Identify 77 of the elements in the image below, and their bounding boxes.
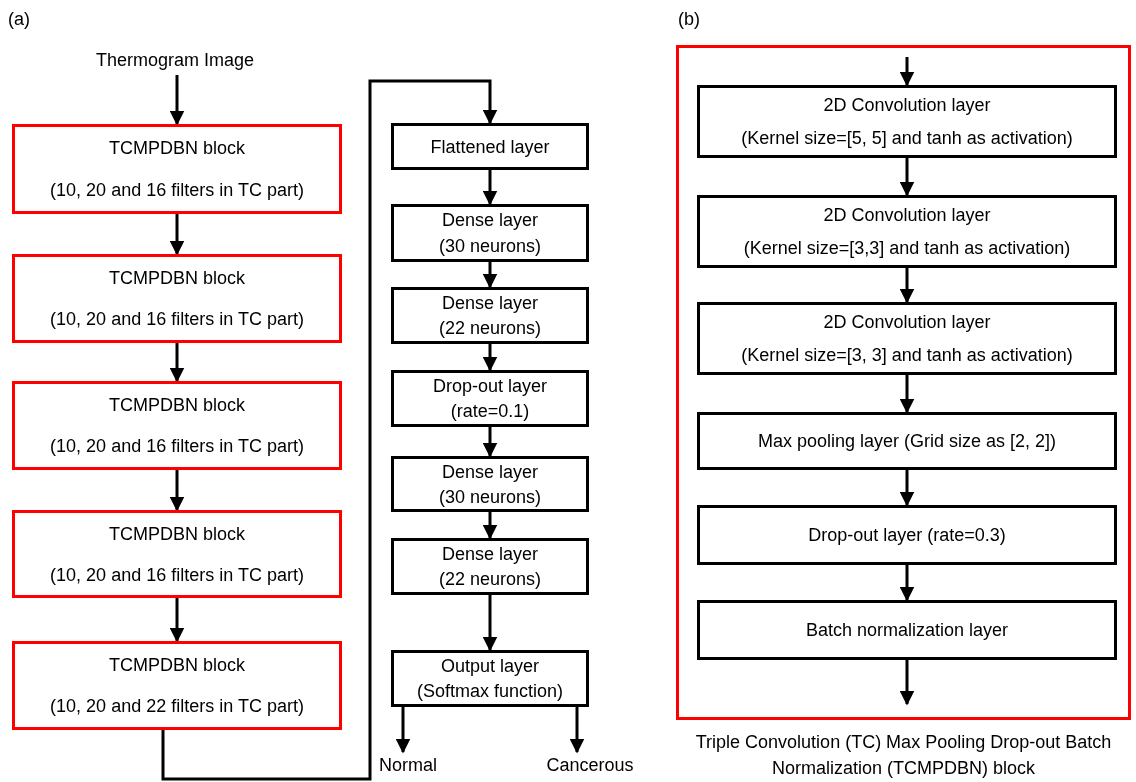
layer-label: TCMPDBN block [109, 653, 245, 676]
block-caption: Triple Convolution (TC) Max Pooling Drop-out Batch Normalization (TCMPDBN) block [694, 731, 1113, 780]
block-box [12, 641, 342, 730]
layer-label: Max pooling layer (Grid size as [2, 2]) [757, 430, 1057, 452]
layer-box [697, 600, 1117, 660]
layer-label: Batch normalization layer [805, 619, 1009, 641]
arrow [899, 565, 915, 602]
layer-label: Dense layer [441, 209, 538, 231]
layer-label: Dense layer [441, 291, 538, 314]
arrow [482, 595, 498, 652]
arrow [482, 427, 498, 458]
layer-box [697, 505, 1117, 565]
layer-detail: (10, 20 and 16 filters in TC part) [50, 435, 304, 458]
arrow [899, 158, 915, 197]
layer-box [391, 123, 589, 170]
arrow [899, 268, 915, 304]
arrow [482, 262, 498, 289]
arrow [899, 470, 915, 507]
layer-detail: (10, 20 and 16 filters in TC part) [50, 179, 304, 201]
panel-label: (b) [678, 8, 700, 31]
layer-box [391, 538, 589, 595]
layer-detail: (10, 20 and 16 filters in TC part) [50, 563, 304, 586]
panel-label: (a) [8, 8, 30, 31]
arrow [482, 170, 498, 206]
layer-label: Drop-out layer [432, 374, 547, 397]
block-box [12, 254, 342, 343]
arrow [169, 343, 185, 383]
layer-label: Flattened layer [430, 135, 550, 158]
layer-detail: (rate=0.1) [450, 400, 530, 423]
layer-box [391, 650, 589, 707]
arrow [169, 214, 185, 256]
arrow [161, 79, 498, 781]
arrow [169, 75, 185, 126]
layer-box [697, 195, 1117, 268]
block-box [12, 381, 342, 470]
layer-detail: (22 neurons) [438, 568, 542, 591]
layer-box [391, 287, 589, 344]
layer-label: Output layer [440, 654, 540, 677]
arrow [899, 375, 915, 414]
arrow [169, 470, 185, 512]
arrow [395, 707, 411, 754]
layer-detail: (10, 20 and 22 filters in TC part) [50, 695, 304, 718]
layer-detail: (Kernel size=[3, 3] and tanh as activation) [741, 344, 1073, 367]
layer-detail: (10, 20 and 16 filters in TC part) [50, 308, 304, 331]
layer-box [697, 85, 1117, 158]
layer-label: 2D Convolution layer [823, 203, 991, 226]
arrow [899, 57, 915, 87]
layer-box [391, 456, 589, 512]
layer-label: 2D Convolution layer [823, 93, 991, 116]
arrow [482, 512, 498, 540]
block-box [12, 510, 342, 598]
layer-label: Drop-out layer (rate=0.3) [808, 524, 1006, 546]
layer-label: Cancerous [546, 754, 634, 776]
arrow [899, 660, 915, 706]
layer-detail: (Kernel size=[3,3] and tanh as activation) [743, 237, 1071, 260]
layer-detail: (30 neurons) [438, 485, 542, 508]
layer-detail: (22 neurons) [438, 317, 542, 340]
layer-detail: (Softmax function) [416, 680, 564, 703]
layer-label: 2D Convolution layer [823, 310, 991, 333]
layer-box [391, 204, 589, 262]
layer-label: TCMPDBN block [109, 393, 245, 416]
layer-label: Thermogram Image [95, 49, 255, 71]
arrow [482, 344, 498, 372]
layer-label: TCMPDBN block [109, 522, 245, 545]
layer-detail: (Kernel size=[5, 5] and tanh as activation) [741, 127, 1073, 150]
arrow [169, 598, 185, 643]
layer-box [697, 412, 1117, 470]
layer-box [697, 302, 1117, 375]
layer-label: Dense layer [441, 460, 538, 483]
arrow [569, 707, 585, 754]
layer-label: TCMPDBN block [109, 266, 245, 289]
layer-label: Normal [379, 754, 437, 776]
layer-label: TCMPDBN block [109, 137, 245, 159]
layer-label: Dense layer [441, 542, 538, 565]
layer-detail: (30 neurons) [438, 235, 542, 257]
layer-box [391, 370, 589, 427]
block-box [12, 124, 342, 214]
